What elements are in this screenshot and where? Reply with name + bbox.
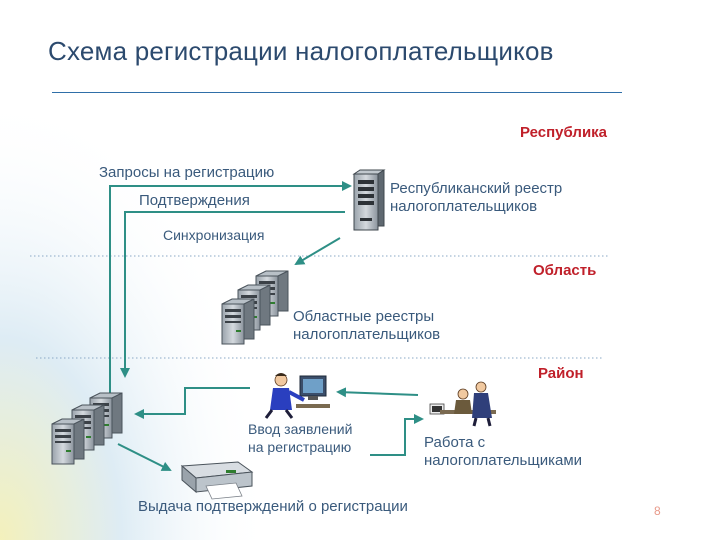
district-servers-icon	[51, 392, 123, 465]
regional-servers-icon	[221, 270, 289, 345]
level-district: Район	[538, 365, 584, 382]
label-republic-registry: Республиканский реестр налогоплательщико…	[390, 180, 562, 216]
label-regional-registries-line1: Областные реестры	[293, 308, 435, 325]
operator-icon	[264, 373, 330, 419]
level-region: Область	[533, 262, 597, 279]
label-application-input: Ввод заявлений на регистрацию	[248, 420, 352, 456]
label-confirmation-output: Выдача подтверждений о регистрации	[138, 498, 408, 515]
consultation-icon	[429, 381, 496, 427]
label-sync: Синхронизация	[163, 227, 265, 243]
arrow-work-to-input	[336, 387, 419, 398]
arrow-confirmations	[120, 211, 345, 378]
label-republic-registry-line2: налогоплательщиков	[390, 198, 538, 215]
printer-icon	[180, 461, 254, 500]
arrow-requests	[109, 181, 352, 395]
republic-server-icon	[353, 169, 385, 231]
page-title: Схема регистрации налогоплательщиков	[48, 36, 554, 66]
label-regional-registries: Областные реестры налогоплательщиков	[293, 308, 440, 344]
arrow-servers-to-printer	[117, 443, 172, 471]
level-republic: Республика	[520, 124, 608, 141]
label-application-input-line2: на регистрацию	[248, 439, 352, 455]
arrow-input-to-servers	[134, 387, 250, 419]
arrow-input-to-work	[370, 414, 424, 456]
label-regional-registries-line2: налогоплательщиков	[293, 326, 441, 343]
label-taxpayer-work-line1: Работа с	[424, 434, 486, 451]
label-confirmations: Подтверждения	[139, 192, 250, 209]
label-application-input-line1: Ввод заявлений	[248, 421, 353, 437]
title-divider	[52, 92, 622, 93]
label-republic-registry-line1: Республиканский реестр	[390, 180, 563, 197]
page-number: 8	[654, 504, 661, 518]
label-requests: Запросы на регистрацию	[99, 164, 275, 181]
label-taxpayer-work: Работа с налогоплательщиками	[424, 434, 582, 470]
label-taxpayer-work-line2: налогоплательщиками	[424, 452, 583, 469]
arrow-sync	[294, 237, 341, 266]
